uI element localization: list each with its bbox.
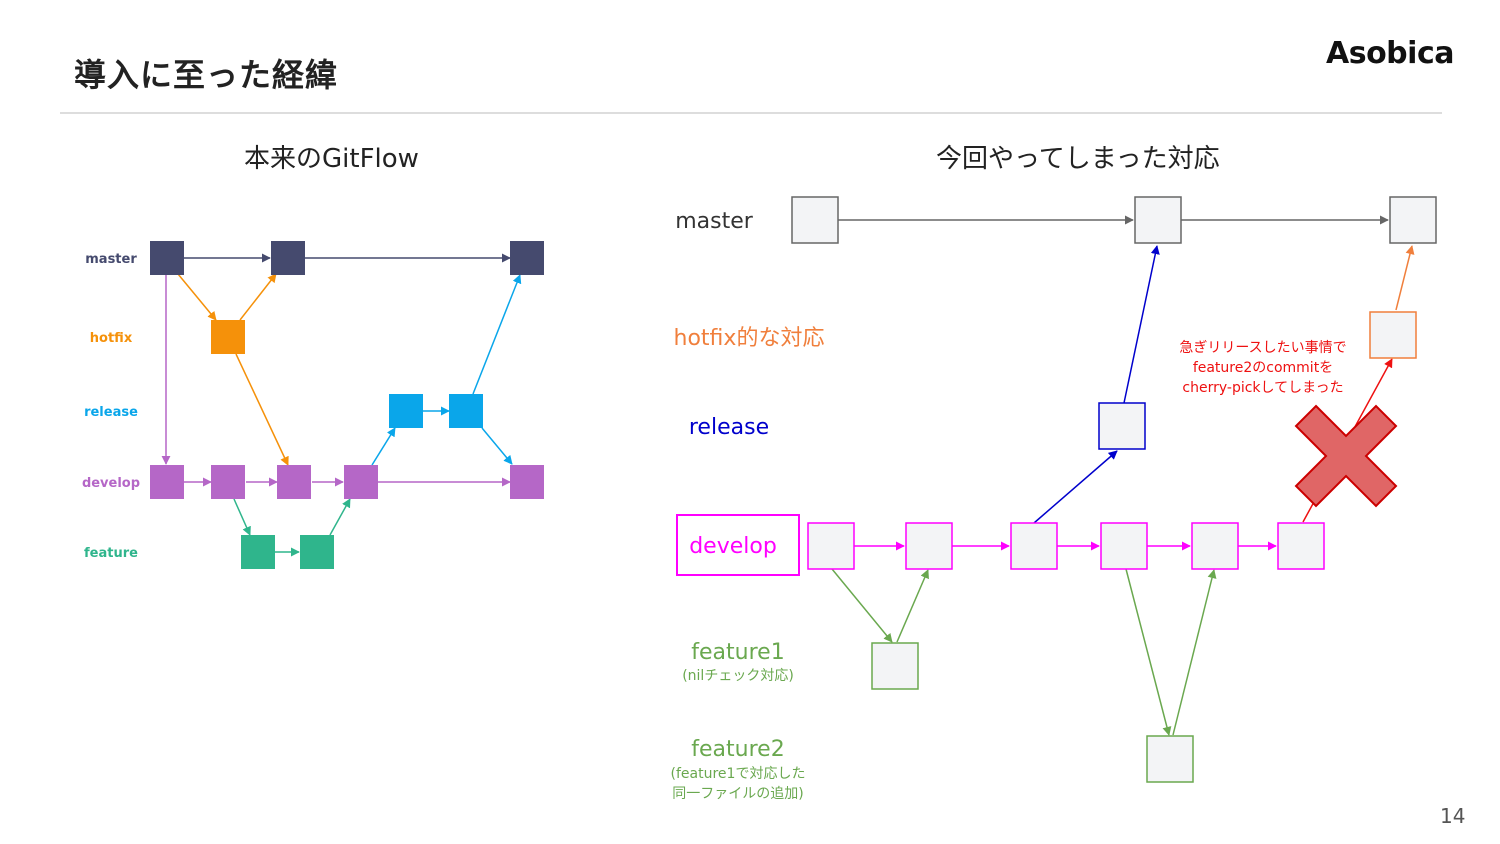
left-commit-master — [510, 241, 544, 275]
left-section-title: 本来のGitFlow — [244, 144, 419, 174]
left-arrow-release-to-master — [472, 274, 522, 395]
right-label-feature2-note-2: 同一ファイルの追加) — [672, 786, 803, 802]
right-commit-master — [1134, 196, 1182, 244]
right-arrow-hotfix-to-master — [1395, 245, 1415, 311]
right-commit-master — [1389, 196, 1437, 244]
left-commit-feature — [241, 535, 275, 569]
left-label-release: release — [84, 405, 138, 420]
right-label-develop: develop — [689, 534, 777, 559]
left-commit-feature — [300, 535, 334, 569]
left-arrow-develop-to-release — [371, 427, 396, 466]
left-commit-hotfix — [211, 320, 245, 354]
right-arrow-develop-to-feature2 — [1125, 568, 1172, 736]
right-commit-develop — [1010, 522, 1058, 570]
left-label-develop: develop — [82, 476, 140, 491]
title-divider — [60, 112, 1442, 114]
right-commit-develop — [1277, 522, 1325, 570]
left-commit-release — [449, 394, 483, 428]
left-commit-master — [271, 241, 305, 275]
right-commit-develop — [905, 522, 953, 570]
right-arrow-feature1-to-develop — [896, 569, 929, 643]
right-commit-feature2 — [1146, 735, 1194, 783]
right-label-feature2: feature2 — [691, 737, 784, 762]
right-label-master: master — [675, 209, 754, 234]
left-gitflow-diagram: master hotfix release develop feature — [82, 241, 544, 569]
right-label-feature1-note: (nilチェック対応) — [682, 668, 794, 684]
cross-mark-icon — [1294, 404, 1398, 508]
slide-title: 導入に至った経緯 — [74, 56, 339, 94]
left-commit-develop — [344, 465, 378, 499]
left-arrow-master-to-hotfix — [177, 273, 217, 321]
right-actual-diagram: master hotfix的な対応 release develop featur… — [671, 196, 1437, 802]
right-label-hotfix: hotfix的な対応 — [674, 326, 825, 351]
page-number: 14 — [1440, 804, 1466, 828]
left-commit-release — [389, 394, 423, 428]
right-label-feature1: feature1 — [691, 640, 784, 665]
left-arrow-feature-to-develop — [329, 498, 351, 536]
right-commit-develop — [807, 522, 855, 570]
left-arrow-hotfix-to-develop — [235, 353, 289, 466]
right-commit-develop — [1191, 522, 1239, 570]
annotation-line-2: feature2のcommitを — [1193, 360, 1333, 376]
right-label-release: release — [689, 415, 769, 440]
left-label-feature: feature — [84, 546, 138, 561]
right-label-feature2-note-1: (feature1で対応した — [671, 766, 806, 782]
left-arrow-release-to-develop — [481, 427, 513, 465]
right-section-title: 今回やってしまった対応 — [936, 144, 1220, 174]
right-arrow-develop-to-feature1 — [831, 568, 893, 643]
left-arrow-hotfix-to-master — [239, 273, 277, 321]
left-commit-master — [150, 241, 184, 275]
left-label-hotfix: hotfix — [90, 331, 133, 346]
left-commit-develop — [211, 465, 245, 499]
right-arrow-release-to-master — [1123, 245, 1160, 404]
left-commit-develop — [150, 465, 184, 499]
right-arrow-develop-to-release — [1033, 450, 1118, 524]
annotation-line-1: 急ぎリリースしたい事情で — [1179, 340, 1346, 356]
right-develop-label-box — [676, 514, 800, 576]
left-arrow-develop-to-feature — [233, 498, 251, 536]
left-commit-develop — [510, 465, 544, 499]
left-label-master: master — [85, 252, 137, 267]
right-commit-release — [1098, 402, 1146, 450]
right-commit-hotfix — [1369, 311, 1417, 359]
left-commit-develop — [277, 465, 311, 499]
brand-logo: Asobica — [1326, 36, 1454, 71]
right-commit-feature1 — [871, 642, 919, 690]
annotation-line-3: cherry-pickしてしまった — [1182, 380, 1343, 396]
right-commit-master — [791, 196, 839, 244]
right-commit-develop — [1100, 522, 1148, 570]
right-arrow-feature2-to-develop — [1172, 569, 1217, 736]
